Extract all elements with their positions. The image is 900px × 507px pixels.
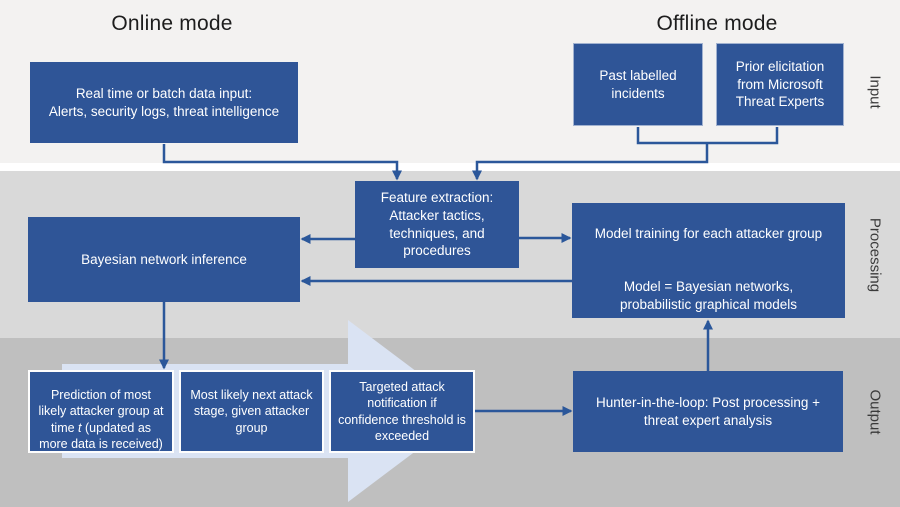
output-band-label: Output xyxy=(866,389,884,435)
node-model-training: Model training for each attacker group M… xyxy=(572,203,845,318)
node-targeted-attack-notification: Targeted attack notification if confiden… xyxy=(329,370,475,453)
node-bayesian-inference: Bayesian network inference xyxy=(28,217,300,302)
node-realtime-data-input: Real time or batch data input: Alerts, s… xyxy=(30,62,298,143)
node-prior-elicitation: Prior elicitation from Microsoft Threat … xyxy=(716,43,844,126)
node-next-attack-stage: Most likely next attack stage, given att… xyxy=(179,370,324,453)
prediction-text-end: (updated as more data is received) xyxy=(39,420,163,452)
model-training-spacer xyxy=(595,243,822,260)
processing-band-label: Processing xyxy=(866,217,884,293)
model-training-detail: Model = Bayesian networks, probabilistic… xyxy=(619,278,798,312)
node-hunter-in-the-loop: Hunter-in-the-loop: Post processing + th… xyxy=(573,371,843,452)
online-mode-title: Online mode xyxy=(111,12,233,35)
model-training-title: Model training for each attacker group xyxy=(594,226,823,242)
band-separator xyxy=(0,163,900,171)
node-attacker-group-prediction: Prediction of most likely attacker group… xyxy=(28,370,174,453)
input-band-label: Input xyxy=(866,75,884,109)
node-feature-extraction: Feature extraction: Attacker tactics, te… xyxy=(355,181,519,268)
offline-mode-title: Offline mode xyxy=(656,12,778,35)
prediction-text-start: Prediction of most likely attacker group… xyxy=(38,387,164,435)
node-past-labelled-incidents: Past labelled incidents xyxy=(573,43,703,126)
prediction-time-variable: t xyxy=(78,420,82,435)
